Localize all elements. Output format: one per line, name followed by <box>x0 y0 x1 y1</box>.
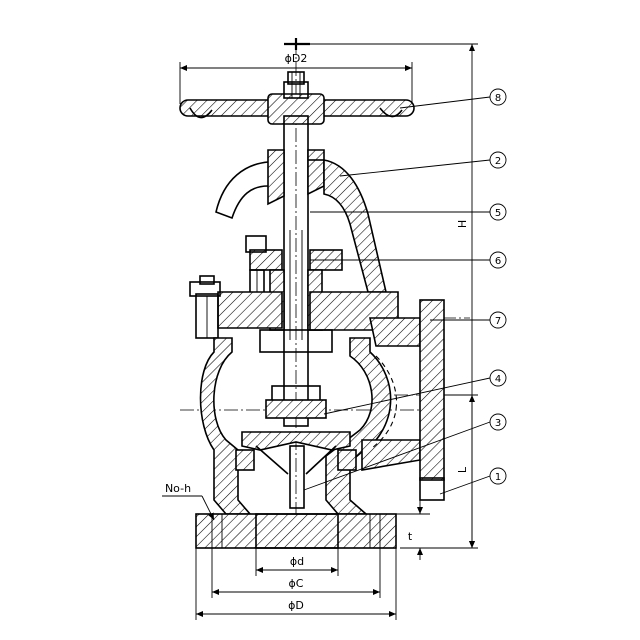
dim-label-d: ϕd <box>290 555 304 568</box>
callout-5: 5 <box>489 203 507 221</box>
dim-label-t: t <box>408 530 413 543</box>
valve-body <box>195 299 445 549</box>
callout-2: 2 <box>489 151 507 169</box>
callout-6: 6 <box>489 251 507 269</box>
svg-text:7: 7 <box>495 316 501 327</box>
dim-label-l: L <box>456 466 469 473</box>
svg-text:1: 1 <box>495 472 501 483</box>
svg-text:5: 5 <box>495 208 501 219</box>
dim-label-h: H <box>456 220 469 228</box>
callout-7: 7 <box>489 311 507 329</box>
dimension-lines <box>162 43 478 620</box>
svg-text:4: 4 <box>495 374 501 385</box>
callout-4: 4 <box>489 369 507 387</box>
callout-3: 3 <box>489 413 507 431</box>
callout-1: 1 <box>489 467 507 485</box>
part-callouts: 8 2 5 6 7 4 3 1 <box>303 88 507 495</box>
dim-label-no-h: No-h <box>165 482 191 495</box>
svg-text:8: 8 <box>495 93 501 104</box>
handwheel <box>179 38 415 125</box>
dimension-labels: ϕD2 H L t ϕd ϕC ϕD No-h <box>165 52 469 612</box>
dim-label-c: ϕC <box>289 577 304 590</box>
disc-assembly <box>235 385 357 509</box>
dim-label-d2: ϕD2 <box>285 52 308 65</box>
bonnet <box>189 149 399 353</box>
svg-text:3: 3 <box>495 418 501 429</box>
svg-text:6: 6 <box>495 256 501 267</box>
svg-text:2: 2 <box>495 156 501 167</box>
callout-8: 8 <box>489 88 507 106</box>
dim-label-big-d: ϕD <box>288 599 304 612</box>
